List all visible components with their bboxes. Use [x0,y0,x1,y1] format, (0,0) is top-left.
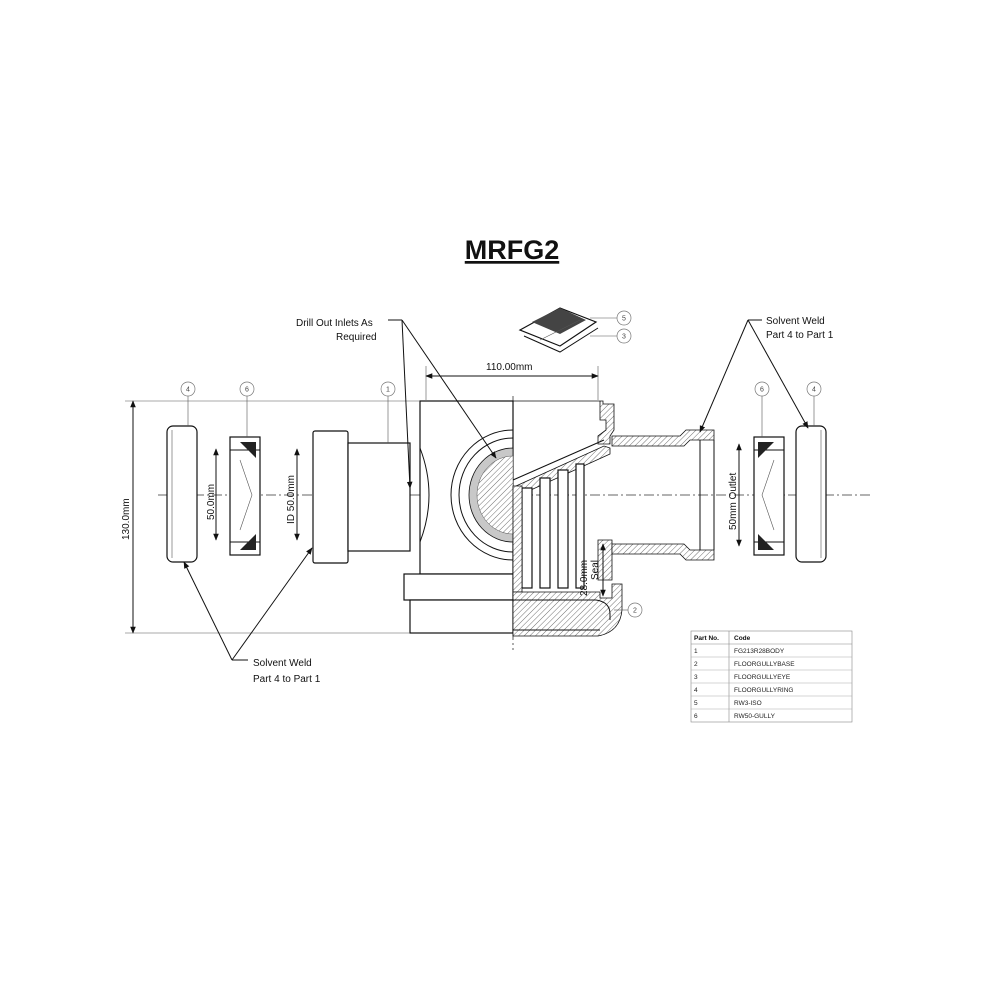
dim-50-left: 50.0mm [206,484,217,520]
table-row-2-code: FLOORGULLYBASE [734,661,795,668]
svg-text:6: 6 [245,387,249,394]
table-row-1-part: 1 [694,648,698,655]
svg-text:2: 2 [633,608,637,615]
balloon-5: 5 [590,310,632,326]
table-header-part: Part No. [694,635,719,642]
svg-text:Part 4 to Part 1: Part 4 to Part 1 [253,674,321,685]
parts-table: Part No. Code 1 FG213R28BODY 2 FLOORGULL… [690,630,853,723]
balloon-6-right: 6 [754,381,770,437]
ring-left-part4 [166,425,198,563]
dim-seal-label: Seal [590,560,601,580]
svg-text:1: 1 [386,387,390,394]
balloon-4-right: 4 [806,381,822,426]
seal-right-part6 [753,436,785,556]
table-row-4-part: 4 [694,687,698,694]
balloon-6-left: 6 [239,381,255,437]
inlet-spigot-left [312,430,411,564]
dim-id-50: ID 50.0mm [286,475,297,524]
svg-text:Solvent Weld: Solvent Weld [766,316,825,327]
drawing-title: MRFG2 [465,235,560,265]
outlet-pipe [611,429,715,561]
seal-left-part6 [229,436,261,556]
svg-text:Required: Required [336,332,377,343]
gully-section [512,400,623,637]
note-solvent-left: Solvent Weld Part 4 to Part 1 [183,547,321,685]
svg-text:3: 3 [622,334,626,341]
note-drill-out: Drill Out Inlets As Required [296,318,497,489]
balloon-4-left: 4 [180,381,196,426]
svg-text:6: 6 [760,387,764,394]
svg-text:5: 5 [622,316,626,323]
table-row-6-part: 6 [694,713,698,720]
dim-seal-28: 28.0mm [579,560,590,596]
table-row-3-part: 3 [694,674,698,681]
table-row-5-part: 5 [694,700,698,707]
gully-body-part1 [403,400,514,634]
dim-110: 110.00mm [486,362,533,373]
svg-text:Part 4 to Part 1: Part 4 to Part 1 [766,330,834,341]
table-row-2-part: 2 [694,661,698,668]
table-header-code: Code [734,635,751,642]
balloon-3: 3 [590,328,632,344]
svg-text:4: 4 [812,387,816,394]
balloon-1: 1 [380,381,396,443]
table-row-5-code: RW3-ISO [734,700,762,707]
table-row-1-code: FG213R28BODY [734,648,785,655]
ring-right-part4 [795,425,827,563]
svg-text:Solvent Weld: Solvent Weld [253,658,312,669]
dim-outlet-50: 50mm Outlet [728,473,739,530]
svg-text:Drill Out Inlets As: Drill Out Inlets As [296,318,373,329]
table-row-3-code: FLOORGULLYEYE [734,674,791,681]
table-row-6-code: RW50-GULLY [734,713,776,720]
svg-text:4: 4 [186,387,190,394]
dim-130: 130.0mm [121,498,132,540]
table-row-4-code: FLOORGULLYRING [734,687,793,694]
balloon-2: 2 [614,602,643,618]
eye-part3-exploded [518,307,599,353]
note-solvent-right: Solvent Weld Part 4 to Part 1 [699,316,834,433]
